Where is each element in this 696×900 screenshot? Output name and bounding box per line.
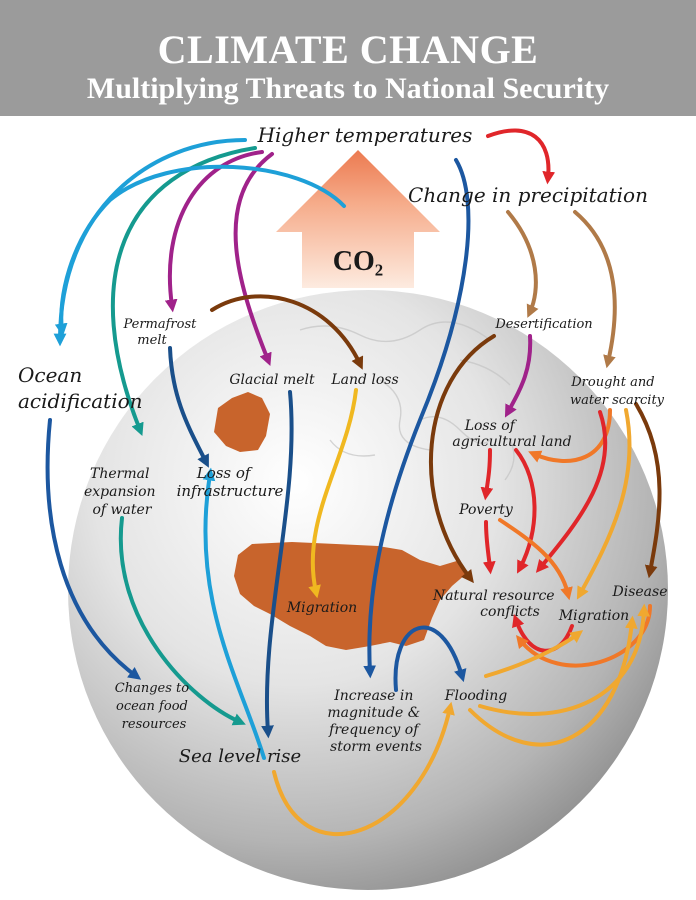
node-change-in-precipitation: Change in precipitation xyxy=(408,183,648,207)
arrow-poverty-to-migration xyxy=(498,518,573,601)
node-natural-resource-conflicts: Natural resource conflicts xyxy=(432,588,559,620)
node-agri-l2: agricultural land xyxy=(452,434,571,450)
node-infra-l1: Loss of xyxy=(196,464,253,482)
node-permafrost-melt: Permafrost melt xyxy=(122,317,200,348)
node-thermal-l2: expansion xyxy=(84,484,156,500)
node-glacial-melt: Glacial melt xyxy=(229,372,315,388)
node-storm-l1: Increase in xyxy=(333,688,413,704)
page-subtitle: Multiplying Threats to National Security xyxy=(86,72,610,105)
arrow-sealevel-to-infra xyxy=(202,467,266,760)
arrow-drought-to-disease xyxy=(634,402,662,579)
node-thermal-expansion: Thermal expansion of water xyxy=(84,466,160,518)
node-migration-right: Migration xyxy=(558,608,629,624)
node-oceanfood-l3: resources xyxy=(122,717,187,732)
node-higher-temperatures: Higher temperatures xyxy=(257,123,473,147)
arrow-permafrost-to-landloss xyxy=(210,294,364,370)
node-loss-infrastructure: Loss of infrastructure xyxy=(177,464,284,500)
alaska-shape xyxy=(214,392,270,452)
arrow-agri-to-conflict xyxy=(514,448,537,574)
node-thermal-l3: of water xyxy=(93,502,153,518)
page-title: CLIMATE CHANGE xyxy=(157,27,539,72)
node-permafrost-l2: melt xyxy=(137,333,167,348)
node-poverty: Poverty xyxy=(458,502,514,518)
arrow-drought-to-agri xyxy=(528,408,612,463)
node-drought-l2: water scarcity xyxy=(570,393,665,408)
arrow-drought-to-conflict xyxy=(535,410,608,573)
header-banner: CLIMATE CHANGE Multiplying Threats to Na… xyxy=(0,0,696,116)
node-agri-l1: Loss of xyxy=(464,418,518,434)
node-ocean-acidification-l1: Ocean xyxy=(18,363,82,387)
node-conflicts-l1: Natural resource xyxy=(432,588,555,604)
arrow-temp-to-precip xyxy=(486,128,556,185)
arrow-thermal-to-sealevel xyxy=(118,516,246,726)
node-ocean-food: Changes to ocean food resources xyxy=(115,681,193,732)
node-drought-l1: Drought and xyxy=(570,375,654,390)
arrow-desert-to-conflict xyxy=(428,334,496,584)
node-drought: Drought and water scarcity xyxy=(570,375,665,408)
arrow-disease-to-migration xyxy=(515,604,652,668)
arrow-temp-to-permafrost xyxy=(164,150,264,313)
node-loss-agricultural-land: Loss of agricultural land xyxy=(452,418,571,450)
node-flooding: Flooding xyxy=(444,688,508,704)
co2-arrow xyxy=(276,150,440,288)
arrow-flooding-to-conflict xyxy=(468,615,638,747)
node-oceanfood-l1: Changes to xyxy=(115,681,189,696)
co2-label: CO₂ xyxy=(333,246,383,277)
arrow-landloss-to-migration xyxy=(308,388,358,599)
node-storm-l4: storm events xyxy=(330,739,422,755)
arrow-precip-to-desert xyxy=(506,210,539,318)
node-sea-level-rise: Sea level rise xyxy=(179,746,301,767)
arrow-oceanacid-to-oceanfood xyxy=(45,418,142,680)
arrow-sealevel-to-flooding xyxy=(272,701,455,837)
node-permafrost-l1: Permafrost xyxy=(122,317,197,332)
arrow-flooding-to-disease xyxy=(478,603,651,716)
arrow-storms-to-flooding xyxy=(393,625,467,692)
arrow-temp-to-storms xyxy=(363,158,471,679)
node-desertification: Desertification xyxy=(494,317,592,332)
arrow-temp-to-glacial xyxy=(233,152,274,366)
arrow-desert-to-agri xyxy=(504,334,533,418)
node-storm-events: Increase in magnitude & frequency of sto… xyxy=(327,688,424,755)
node-infra-l2: infrastructure xyxy=(177,482,284,500)
arrow-temp-to-thermal xyxy=(110,146,257,436)
node-disease: Disease xyxy=(612,584,668,600)
node-ocean-acidification: Ocean acidification xyxy=(18,363,143,413)
node-land-loss: Land loss xyxy=(330,372,398,388)
usa-shape xyxy=(234,542,466,650)
arrow-co2-to-ocean-acid xyxy=(54,164,346,337)
node-ocean-acidification-l2: acidification xyxy=(18,389,143,413)
arrow-migration-to-conflict xyxy=(512,613,574,653)
arrow-permafrost-to-infra xyxy=(168,346,209,468)
node-thermal-l1: Thermal xyxy=(90,466,149,482)
node-storm-l3: frequency of xyxy=(328,722,421,738)
node-storm-l2: magnitude & xyxy=(327,705,420,721)
arrow-precip-to-drought xyxy=(573,210,617,369)
arrow-glacial-to-sealevel xyxy=(261,390,294,739)
arrow-agri-to-poverty xyxy=(480,448,494,501)
node-conflicts-l2: conflicts xyxy=(480,604,540,620)
arrow-poverty-to-conflict xyxy=(482,520,496,575)
arrow-drought-to-migration xyxy=(576,408,632,600)
arrow-flooding-to-migration xyxy=(484,630,584,678)
node-oceanfood-l2: ocean food xyxy=(116,699,188,714)
node-migration-center: Migration xyxy=(286,600,357,616)
